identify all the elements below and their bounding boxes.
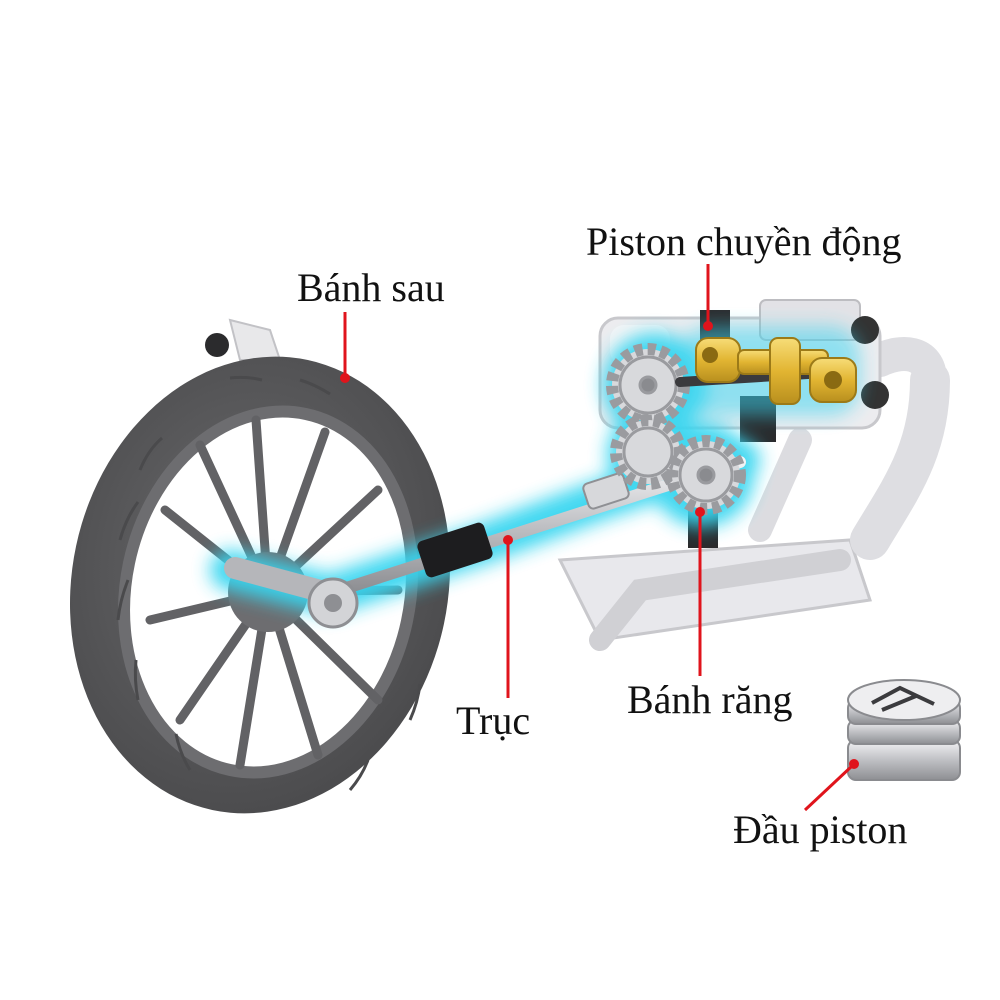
anchor-dot-moving-piston <box>703 321 713 331</box>
anchor-dot-rear-wheel <box>340 373 350 383</box>
anchor-dot-shaft <box>503 535 513 545</box>
leader-piston-head <box>803 764 854 812</box>
label-piston-head: Đầu piston <box>733 807 908 852</box>
piston-head-inset <box>847 679 961 781</box>
tire-tread <box>116 375 422 791</box>
label-moving-piston: Piston chuyền động <box>586 219 902 264</box>
moving-piston <box>695 337 857 405</box>
anchor-dot-piston-head <box>849 759 859 769</box>
callout-leaders <box>343 264 854 812</box>
label-shaft: Trục <box>456 698 531 743</box>
anchor-dot-gear <box>695 507 705 517</box>
label-rear-wheel: Bánh sau <box>297 265 445 310</box>
callout-dots <box>340 321 859 769</box>
label-gear: Bánh răng <box>627 677 793 722</box>
